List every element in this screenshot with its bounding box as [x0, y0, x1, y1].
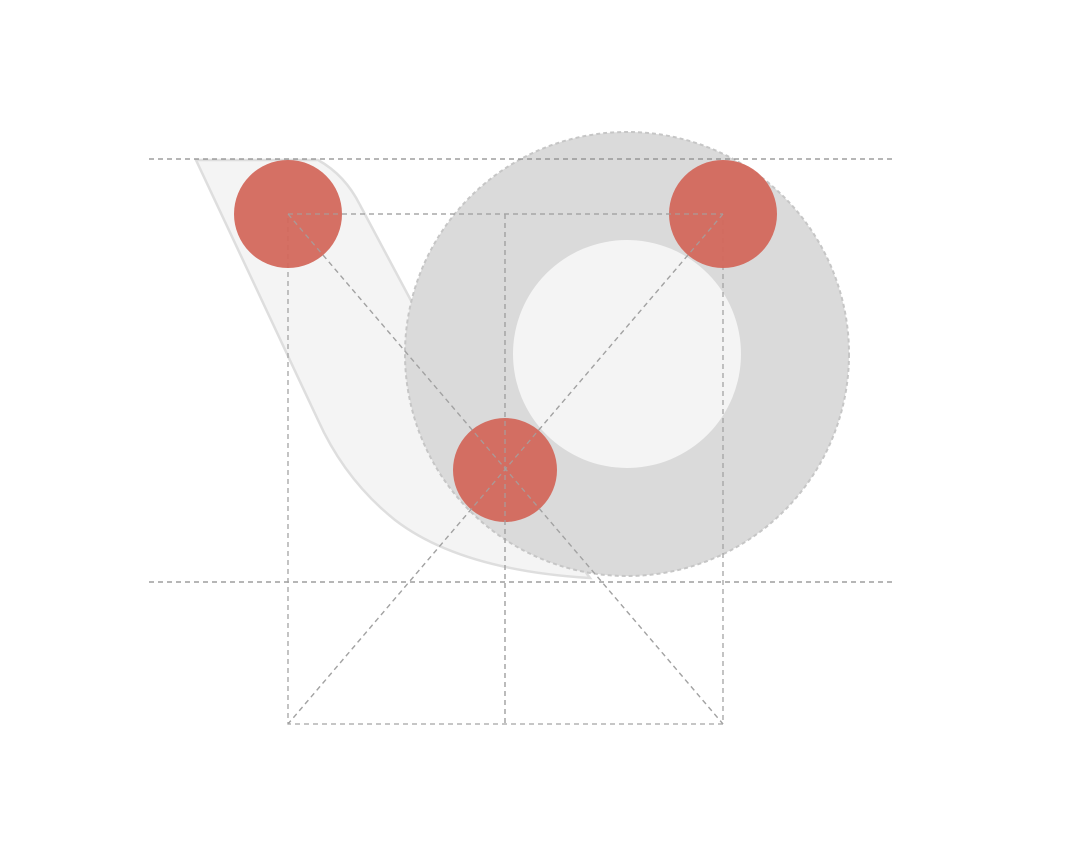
inner-hole	[513, 240, 741, 468]
construction-overlay	[287, 213, 724, 725]
